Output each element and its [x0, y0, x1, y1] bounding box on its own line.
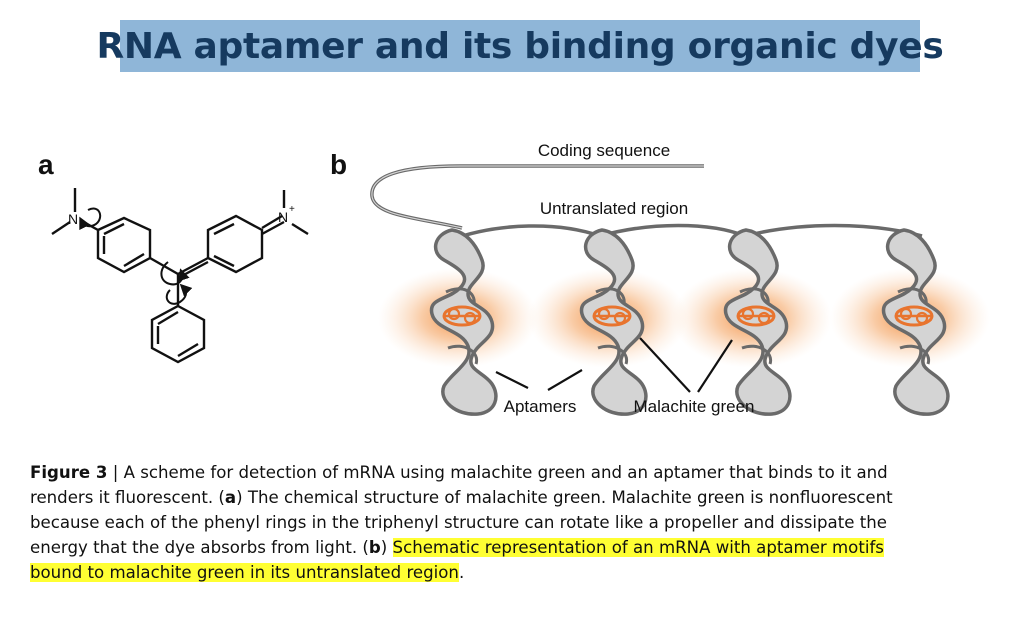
atom-n-right: N	[278, 209, 288, 225]
aptamer-2	[579, 228, 648, 416]
label-malachite-green: Malachite green	[634, 397, 755, 416]
caption-text: ) The chemical structure of malachite gr…	[236, 488, 893, 507]
caption-line-1: Figure 3 | A scheme for detection of mRN…	[30, 460, 1005, 485]
caption-highlight: bound to malachite green in its untransl…	[30, 563, 459, 582]
figure-diagram: a N N + b	[38, 141, 990, 416]
label-coding-sequence: Coding sequence	[538, 141, 670, 160]
caption-text: | A scheme for detection of mRNA using m…	[107, 463, 888, 482]
positive-charge: +	[289, 204, 295, 215]
caption-line-4: energy that the dye absorbs from light. …	[30, 535, 1005, 560]
caption-line-3: because each of the phenyl rings in the …	[30, 510, 1005, 535]
caption-panel-ref: a	[224, 488, 237, 507]
panel-b-letter: b	[330, 149, 347, 180]
caption-text: renders it fluorescent. (	[30, 488, 225, 507]
caption-highlight: Schematic representation of an mRNA with…	[392, 538, 884, 557]
caption-text: energy that the dye absorbs from light. …	[30, 538, 369, 557]
caption-panel-ref: b	[368, 538, 381, 557]
label-aptamers: Aptamers	[504, 397, 577, 416]
panel-a-letter: a	[38, 149, 54, 180]
title-banner: RNA aptamer and its binding organic dyes	[97, 20, 944, 72]
caption-text: .	[458, 563, 465, 582]
caption-line-5: bound to malachite green in its untransl…	[30, 560, 1005, 585]
label-leader-lines	[495, 337, 733, 393]
label-untranslated-region: Untranslated region	[540, 199, 688, 218]
figure-caption: Figure 3 | A scheme for detection of mRN…	[30, 460, 1005, 585]
malachite-green-structure	[51, 188, 309, 364]
figure-number: Figure 3	[30, 463, 108, 482]
caption-line-2: renders it fluorescent. (a) The chemical…	[30, 485, 1005, 510]
aptamer-4	[881, 228, 950, 416]
aptamer-3	[723, 228, 792, 416]
caption-text: )	[380, 538, 393, 557]
caption-text: because each of the phenyl rings in the …	[30, 513, 887, 532]
aptamer-1	[429, 228, 498, 416]
atom-n-left: N	[68, 211, 78, 227]
rotation-arrow-icons	[79, 207, 193, 305]
slide-title: RNA aptamer and its binding organic dyes	[96, 25, 944, 67]
